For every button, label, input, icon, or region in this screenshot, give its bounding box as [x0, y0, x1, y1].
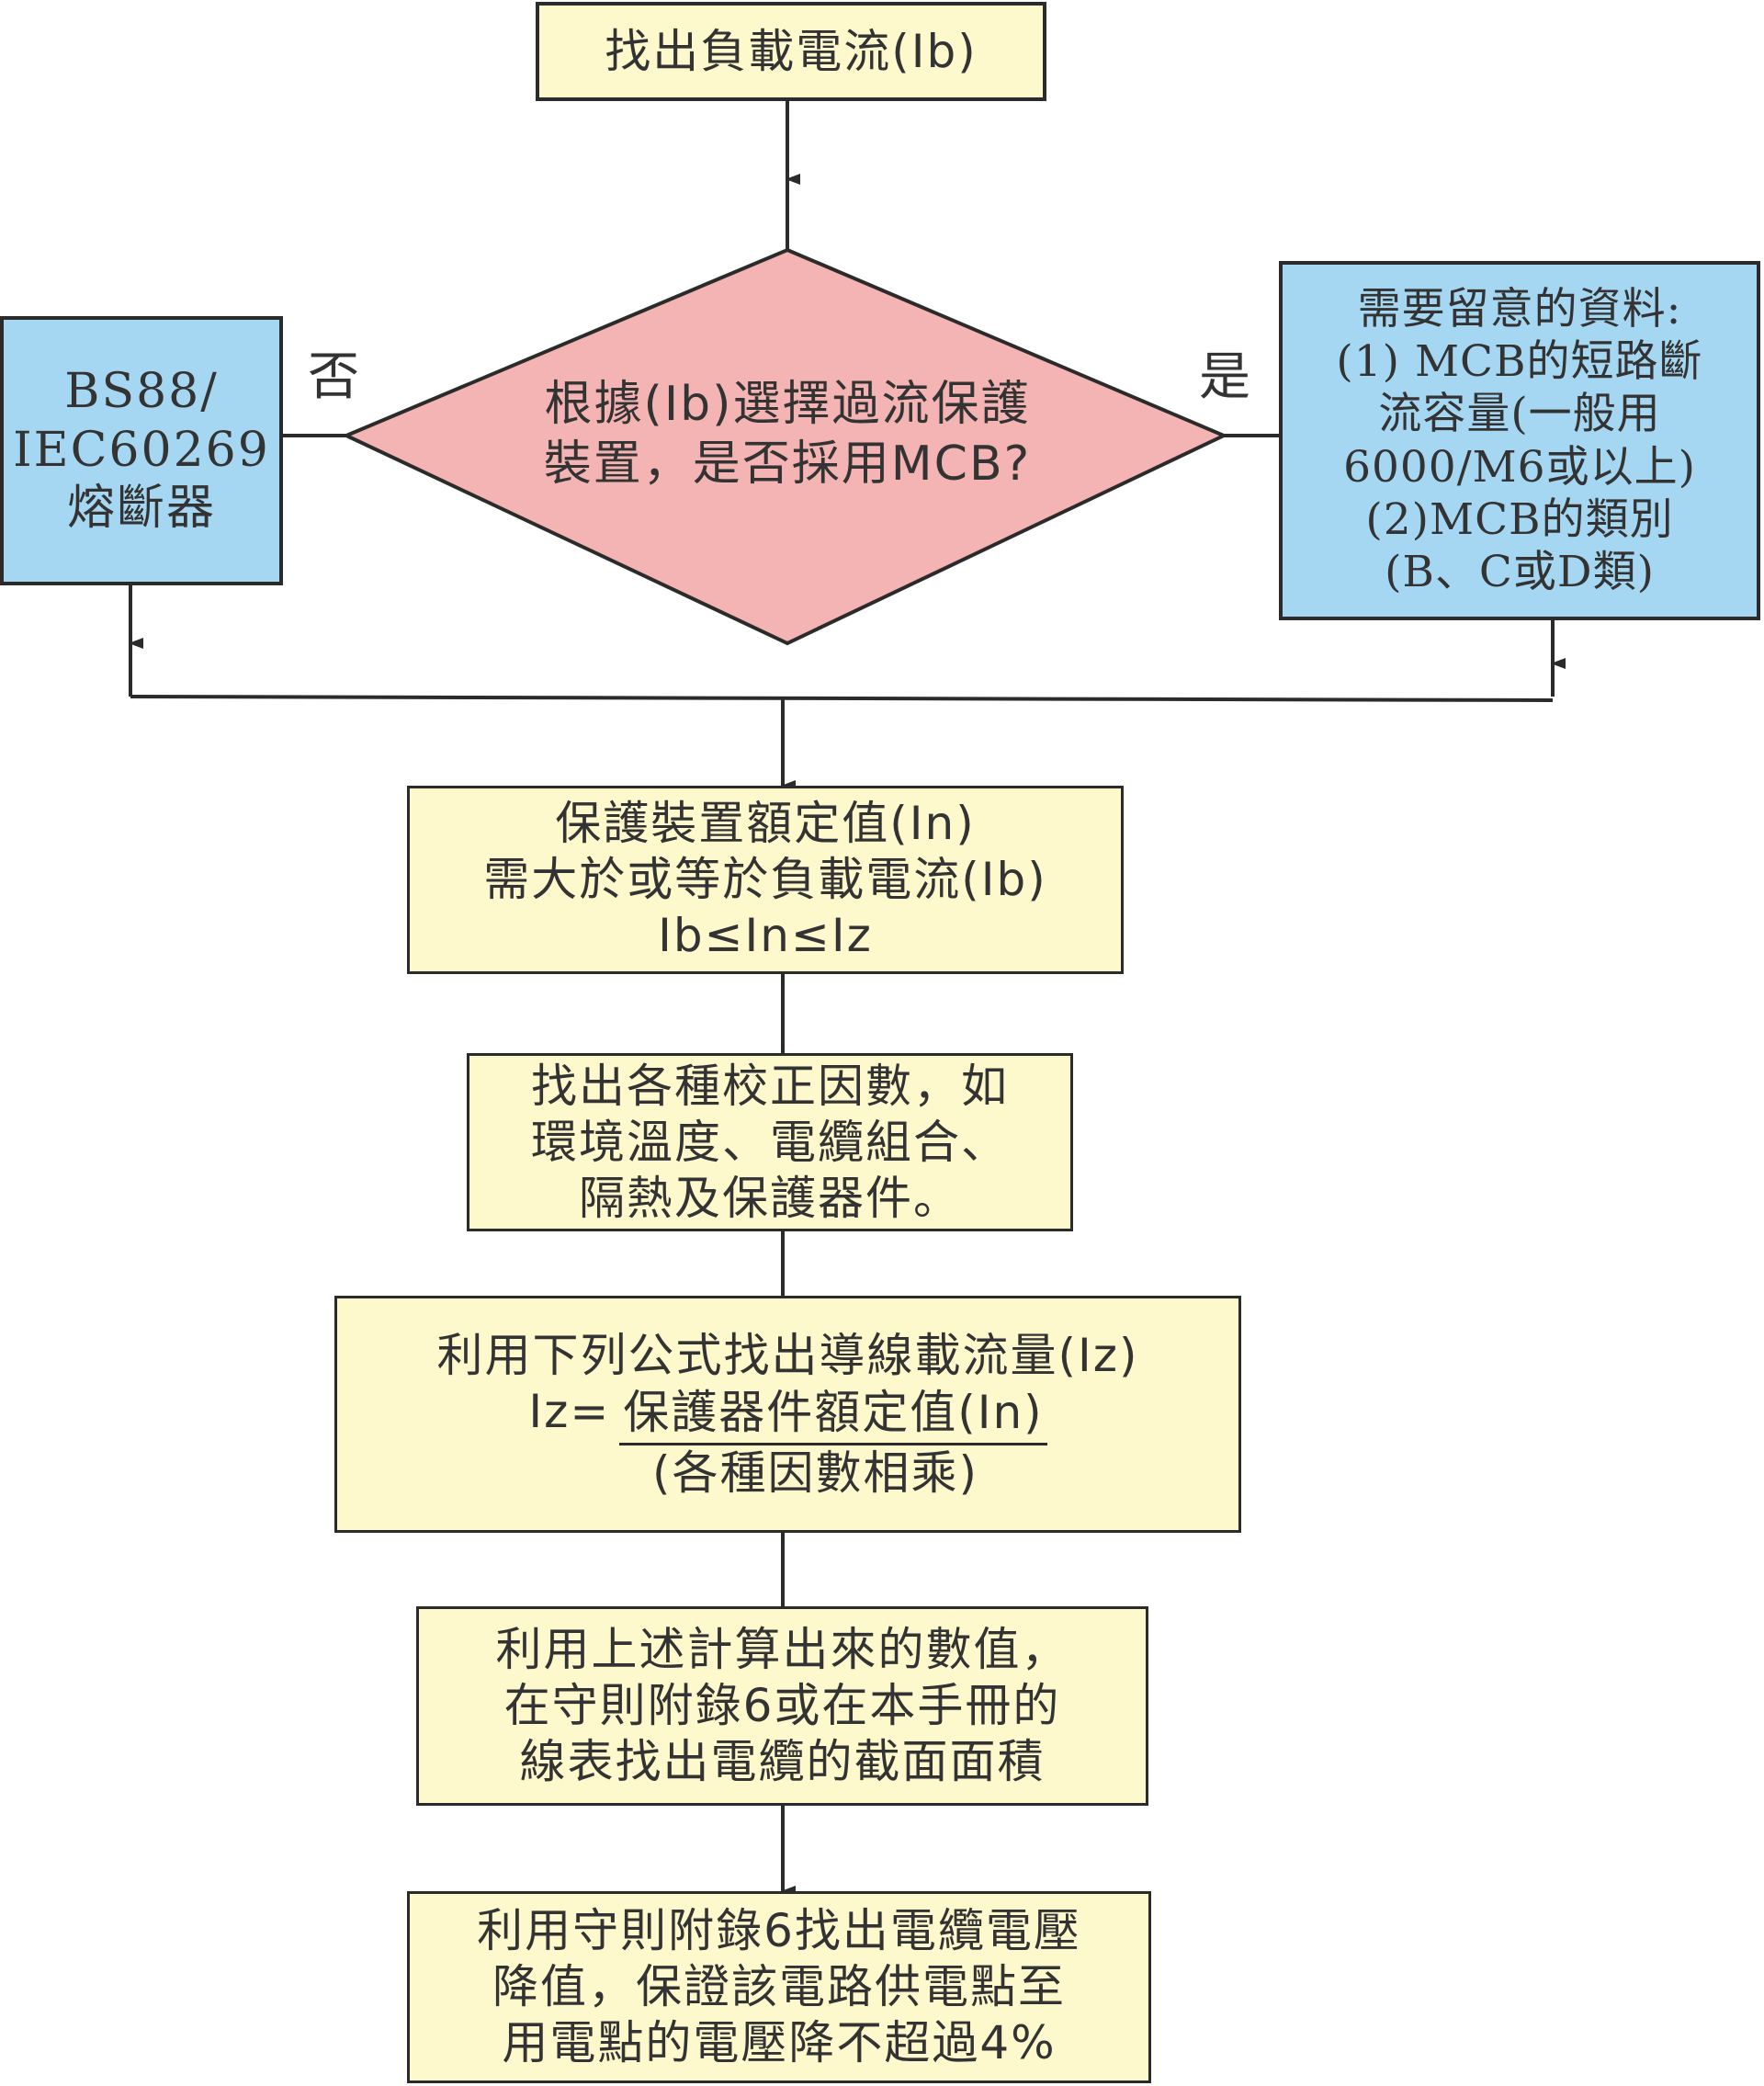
- formula-equation: Iz= 保護器件額定值(In): [528, 1384, 1047, 1445]
- voltage-line-1: 利用守則附錄6找出電纜電壓: [477, 1904, 1081, 1957]
- rating-box: 保護裝置額定值(In) 需大於或等於負載電流(Ib) Ib≤In≤Iz: [407, 786, 1124, 974]
- mcb-line-3: 流容量(一般用: [1378, 389, 1661, 440]
- fuse-line-2: IEC60269: [13, 422, 270, 478]
- decision-line-1: 根據(Ib)選擇過流保護: [544, 377, 1031, 432]
- factors-line-2: 環境溫度、電纜組合、: [531, 1115, 1009, 1169]
- mcb-notes-box: 需要留意的資料: (1) MCB的短路斷 流容量(一般用 6000/M6或以上)…: [1279, 261, 1760, 620]
- table-line-2: 在守則附錄6或在本手冊的: [503, 1679, 1061, 1732]
- rating-line-1: 保護裝置額定值(In): [555, 797, 976, 850]
- mcb-line-2: (1) MCB的短路斷: [1336, 335, 1703, 387]
- table-line-3: 線表找出電纜的截面面積: [519, 1735, 1046, 1788]
- fuse-line-1: BS88/: [64, 364, 219, 420]
- rating-line-3: Ib≤In≤Iz: [658, 909, 873, 962]
- mcb-line-5: (2)MCB的類別: [1365, 493, 1674, 545]
- formula-lhs: Iz=: [528, 1384, 611, 1438]
- formula-numerator: 保護器件額定值(In): [619, 1385, 1047, 1445]
- formula-denominator: (各種因數相乘): [651, 1445, 978, 1500]
- mcb-line-1: 需要留意的資料:: [1357, 283, 1682, 334]
- factors-box: 找出各種校正因數，如 環境溫度、電纜組合、 隔熱及保護器件。: [467, 1053, 1073, 1231]
- decision-line-2: 裝置，是否採用MCB?: [543, 436, 1032, 492]
- yes-label: 是: [1199, 347, 1250, 407]
- merge-line: [130, 695, 1554, 702]
- formula-box: 利用下列公式找出導線載流量(Iz) Iz= 保護器件額定值(In) (各種因數相…: [334, 1296, 1241, 1533]
- voltage-line-3: 用電點的電壓降不超過4%: [502, 2016, 1057, 2069]
- mcb-line-4: 6000/M6或以上): [1343, 441, 1696, 493]
- no-label: 否: [308, 347, 359, 407]
- fuse-box: BS88/ IEC60269 熔斷器: [0, 316, 283, 585]
- factors-line-3: 隔熱及保護器件。: [579, 1171, 961, 1225]
- factors-line-1: 找出各種校正因數，如: [531, 1059, 1009, 1113]
- voltage-line-2: 降值，保證該電路供電點至: [492, 1960, 1066, 2013]
- table-box: 利用上述計算出來的數值， 在守則附錄6或在本手冊的 線表找出電纜的截面面積: [416, 1606, 1148, 1806]
- rating-line-2: 需大於或等於負載電流(Ib): [483, 853, 1047, 906]
- formula-line-1: 利用下列公式找出導線載流量(Iz): [436, 1328, 1139, 1382]
- voltage-drop-box: 利用守則附錄6找出電纜電壓 降值，保證該電路供電點至 用電點的電壓降不超過4%: [407, 1891, 1151, 2083]
- mcb-line-6: (B、C或D類): [1385, 547, 1655, 598]
- start-box: 找出負載電流(Ib): [536, 2, 1046, 101]
- table-line-1: 利用上述計算出來的數值，: [495, 1623, 1069, 1676]
- start-text: 找出負載電流(Ib): [605, 24, 978, 78]
- decision-text: 根據(Ib)選擇過流保護 裝置，是否採用MCB?: [493, 375, 1081, 494]
- decision-diamond: [342, 247, 1228, 646]
- fuse-line-3: 熔斷器: [66, 481, 216, 537]
